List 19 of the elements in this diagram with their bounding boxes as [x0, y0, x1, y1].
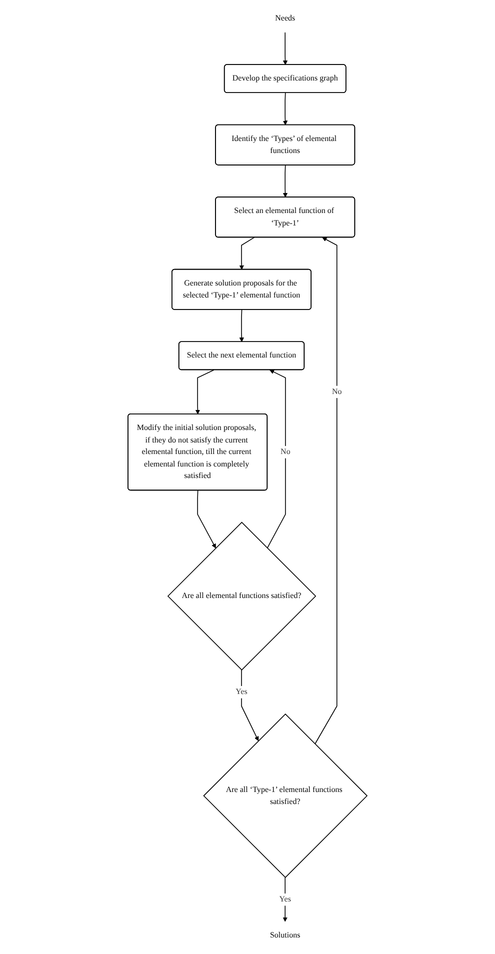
- arrow: [282, 32, 288, 65]
- edge-label: No: [280, 448, 290, 456]
- node-text: Solutions: [270, 931, 300, 940]
- edge-label: Yes: [236, 688, 248, 696]
- arrow: [314, 237, 338, 744]
- node-diamond: Are all elemental functions satisfied?: [167, 522, 316, 671]
- arrow: [282, 877, 288, 922]
- arrow: [241, 670, 259, 742]
- arrow: [195, 370, 214, 414]
- edge-label: No: [332, 387, 342, 396]
- arrow: [266, 370, 286, 548]
- arrow: [197, 490, 216, 548]
- arrow: [239, 309, 244, 342]
- arrow: [282, 164, 288, 198]
- arrow: [282, 92, 288, 126]
- node-diamond: Are all ‘Type-1’ elemental functions satisfied?: [203, 714, 368, 878]
- edge-label: Yes: [279, 895, 291, 904]
- node-text: Needs: [275, 14, 296, 22]
- arrow: [239, 237, 255, 270]
